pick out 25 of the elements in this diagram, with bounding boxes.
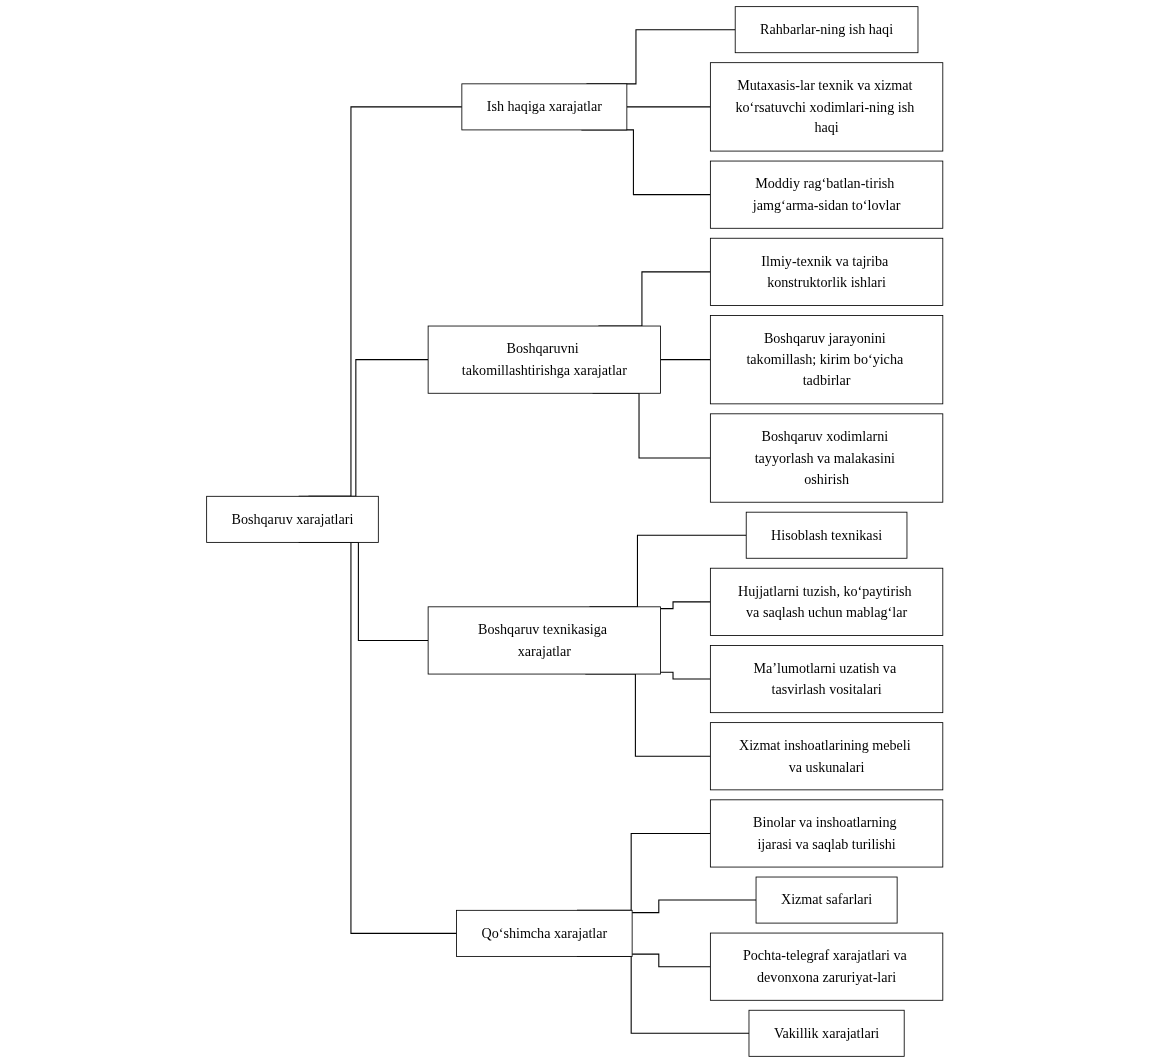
- node-box: Hisoblash texnikasi: [745, 511, 908, 559]
- node-box: Pochta-telegraf xarajatlari va devonxona zaruriyat-lari: [709, 932, 943, 1001]
- node-box: Xizmat safarlari: [755, 876, 898, 924]
- connector: [631, 953, 711, 968]
- connector: [626, 106, 711, 108]
- node-box: Binolar va inshoatlarning ijarasi va saqlab turilishi: [709, 799, 943, 868]
- node-box: Ish haqiga xarajatlar: [461, 83, 628, 131]
- node-box: Boshqaruvni takomillashtirishga xarajatlar: [427, 325, 661, 394]
- node-box: Qo‘shimcha xarajatlar: [455, 909, 633, 957]
- node-box: Hujjatlarni tuzish, ko‘paytirish va saqlash uchun mablag‘lar: [709, 567, 943, 636]
- connector: [659, 671, 711, 680]
- connector: [631, 899, 757, 914]
- connector: [659, 359, 711, 361]
- node-box: Xizmat inshoatlarining mebeli va uskunalari: [709, 722, 943, 791]
- node-box: Boshqaruv texnikasiga xarajatlar: [427, 606, 661, 675]
- node-box: Ilmiy-texnik va tajriba konstruktorlik ishlari: [709, 237, 943, 306]
- node-box: Ma’lumotlarni uzatish va tasvirlash vositalari: [709, 645, 943, 714]
- node-box: Vakillik xarajatlari: [748, 1009, 905, 1057]
- node-box: Mutaxasis-lar texnik va xizmat ko‘rsatuvchi xodimlari-ning ish haqi: [709, 62, 943, 152]
- node-box: Moddiy rag‘batlan-tirish jamg‘arma-sidan to‘lovlar: [709, 160, 943, 229]
- node-box: Rahbarlar-ning ish haqi: [734, 6, 919, 54]
- node-box: Boshqaruv jarayonini takomillash; kirim bo‘yicha tadbirlar: [709, 315, 943, 405]
- connector: [659, 601, 711, 610]
- node-box: Boshqaruv xarajatlari: [206, 495, 379, 543]
- node-box: Boshqaruv xodimlarni tayyorlash va malakasini oshirish: [709, 413, 943, 503]
